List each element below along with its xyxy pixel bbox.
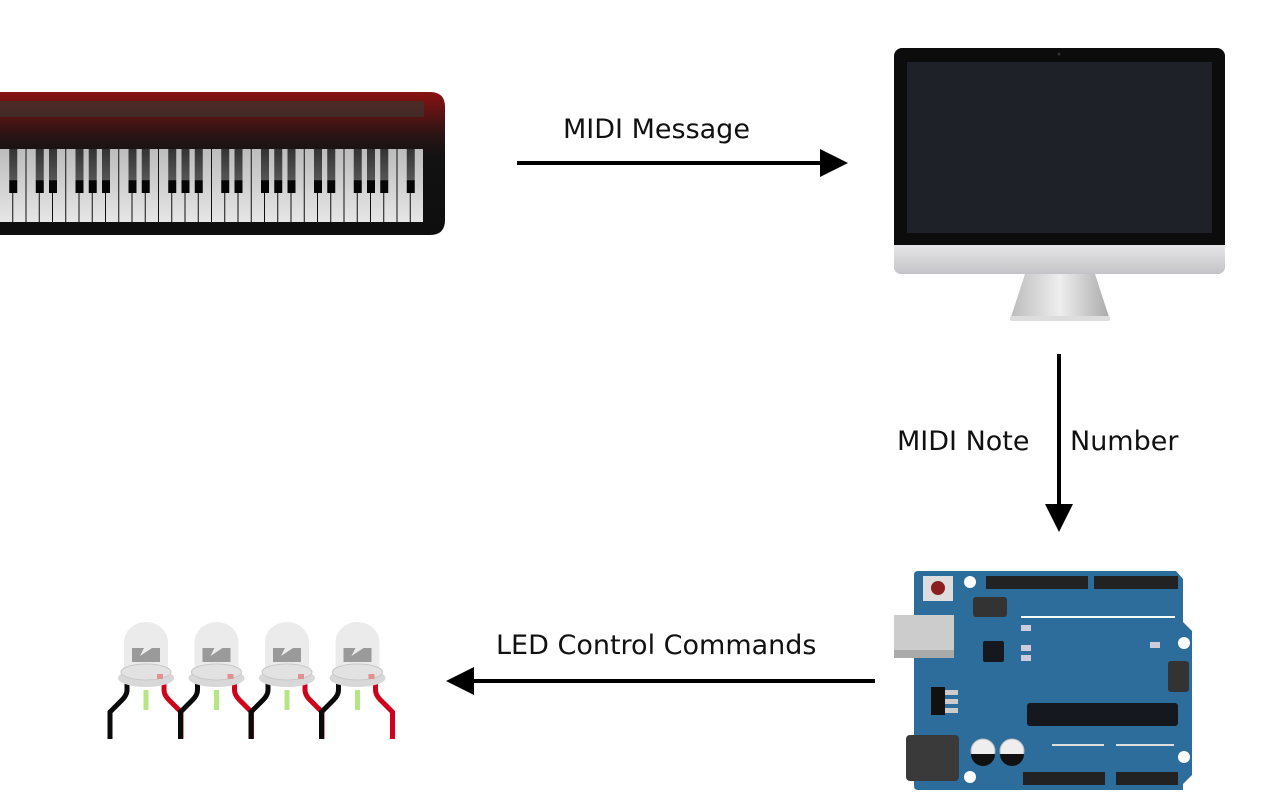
black-key (314, 149, 322, 193)
white-key (251, 149, 264, 222)
black-key (327, 149, 336, 193)
black-key (49, 149, 57, 193)
white-key (159, 149, 172, 222)
arrow-midi-message (517, 149, 848, 177)
arduino-board (894, 571, 1192, 790)
black-key (181, 149, 190, 193)
black-key (406, 149, 415, 193)
computer-monitor (894, 48, 1225, 321)
white-key (119, 149, 132, 222)
label-number: Number (1070, 426, 1179, 457)
black-key (367, 149, 375, 193)
led (319, 622, 395, 739)
black-key (353, 149, 362, 193)
white-key (0, 149, 13, 222)
black-key (287, 149, 296, 193)
led (107, 622, 184, 739)
label-midi-message: MIDI Message (563, 114, 750, 145)
white-key (66, 149, 79, 222)
arrow-midi-note-number (1045, 354, 1073, 532)
black-key (194, 149, 203, 193)
black-key (102, 149, 110, 193)
led (178, 622, 254, 739)
piano-keyboard (0, 92, 445, 235)
monitor-screen (907, 62, 1212, 233)
white-key (212, 149, 225, 222)
led-array (107, 622, 395, 739)
black-key (9, 149, 18, 193)
white-key (304, 149, 317, 222)
white-key (397, 149, 410, 222)
black-key (274, 149, 283, 193)
black-key (141, 149, 150, 193)
led (248, 622, 325, 739)
black-key (261, 149, 269, 193)
black-key (75, 149, 84, 193)
white-key (344, 149, 357, 222)
white-key (26, 149, 39, 222)
arrow-led-control (446, 667, 875, 695)
black-key (221, 149, 230, 193)
black-key (380, 149, 389, 193)
black-key (35, 149, 44, 193)
black-key (128, 149, 137, 193)
label-led-control-commands: LED Control Commands (496, 630, 817, 661)
black-key (168, 149, 177, 193)
black-key (234, 149, 243, 193)
label-midi-note: MIDI Note (897, 426, 1030, 457)
black-key (88, 149, 97, 193)
